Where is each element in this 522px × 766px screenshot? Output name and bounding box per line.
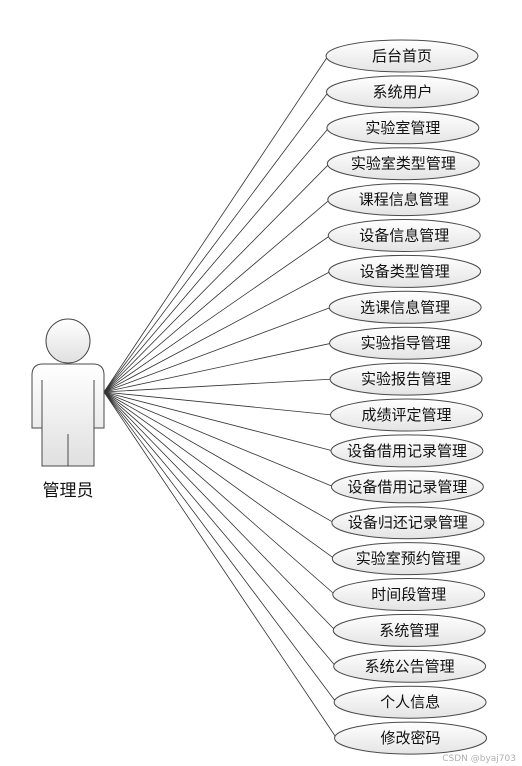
use-case-label: 设备类型管理 [360,262,450,280]
use-case-ellipse [330,470,484,504]
use-case-label: 课程信息管理 [359,191,449,209]
use-case-label: 个人信息 [380,693,440,711]
use-case: 实验室类型管理 [326,147,480,181]
use-case-ellipse [328,290,482,324]
use-case: 系统公告管理 [333,649,487,683]
association-line [103,163,330,393]
association-line [103,199,331,393]
association-line [103,55,329,393]
association-line [103,306,332,393]
use-case-label: 时间段管理 [371,586,446,604]
association-line [103,378,333,393]
use-case-label: 实验室管理 [365,119,440,137]
use-case-ellipse [327,219,481,252]
use-case: 实验室预约管理 [331,542,485,576]
actor-stick-figure-icon [31,318,105,467]
use-case-ellipse [328,254,482,288]
association-line [103,271,331,393]
association-line [103,391,335,559]
use-case-ellipse [330,398,483,432]
use-case: 设备类型管理 [328,254,482,288]
use-case-ellipse [325,39,479,73]
watermark: CSDN @byaj703 [442,754,516,764]
use-case-label: 后台首页 [372,47,432,65]
use-case-ellipse [329,326,483,360]
use-case: 修改密码 [334,721,488,755]
use-case-label: 实验室预约管理 [356,550,461,568]
association-line [103,235,331,393]
use-case-ellipse [327,183,481,217]
actor-label: 管理员 [43,481,94,501]
use-case-label: 设备借用记录管理 [347,478,467,496]
association-line [103,127,330,393]
association-line [103,391,336,667]
use-case: 系统用户 [325,75,479,109]
use-case-ellipse [326,147,480,181]
use-case: 实验室管理 [326,111,480,145]
use-case: 实验指导管理 [329,326,483,360]
use-case: 成绩评定管理 [330,398,483,432]
use-case-ellipse [334,721,488,755]
use-case: 选课信息管理 [328,290,482,324]
association-line [103,391,335,524]
association-line [103,342,332,393]
use-case-ellipse [331,506,485,540]
use-case-label: 实验报告管理 [361,370,451,388]
use-case-label: 实验指导管理 [361,334,451,352]
use-case-label: 系统管理 [379,621,439,639]
use-case: 设备借用记录管理 [330,470,484,504]
use-case: 课程信息管理 [327,183,481,217]
use-case-label: 设备借用记录管理 [347,442,467,460]
association-line [103,391,333,416]
use-case-list: 后台首页系统用户实验室管理实验室类型管理课程信息管理设备信息管理设备类型管理选课… [325,39,488,755]
use-case-ellipse [325,75,479,109]
use-case-ellipse [331,542,485,576]
use-case-ellipse [333,649,487,683]
use-case-ellipse [329,362,483,396]
use-case: 个人信息 [333,685,487,719]
use-case-ellipse [332,613,486,647]
association-line [103,91,329,393]
association-line [103,391,337,703]
use-case-label: 实验室类型管理 [351,155,456,173]
use-case-label: 选课信息管理 [360,298,450,316]
use-case-ellipse [326,111,480,145]
use-case-label: 修改密码 [381,729,441,747]
use-case: 系统管理 [332,613,486,647]
use-case-label: 成绩评定管理 [361,406,451,424]
association-line [103,391,334,452]
use-case: 设备信息管理 [327,219,481,252]
association-lines [103,55,337,739]
use-case-ellipse [333,685,487,719]
use-case: 时间段管理 [332,578,486,611]
actor: 管理员 [31,318,105,501]
use-case-ellipse [330,434,484,468]
association-line [103,391,337,739]
use-case-ellipse [332,578,486,611]
actor-head [45,318,91,364]
association-line [103,391,336,631]
use-case: 实验报告管理 [329,362,483,396]
use-case-label: 设备信息管理 [359,227,449,245]
association-line [103,391,334,488]
use-case: 设备借用记录管理 [330,434,484,468]
association-line [103,391,336,595]
use-case-label: 系统公告管理 [365,657,455,675]
use-case: 后台首页 [325,39,479,73]
use-case-label: 设备归还记录管理 [348,514,468,532]
use-case: 设备归还记录管理 [331,506,485,540]
use-case-label: 系统用户 [372,83,432,101]
actor-body [31,363,105,467]
